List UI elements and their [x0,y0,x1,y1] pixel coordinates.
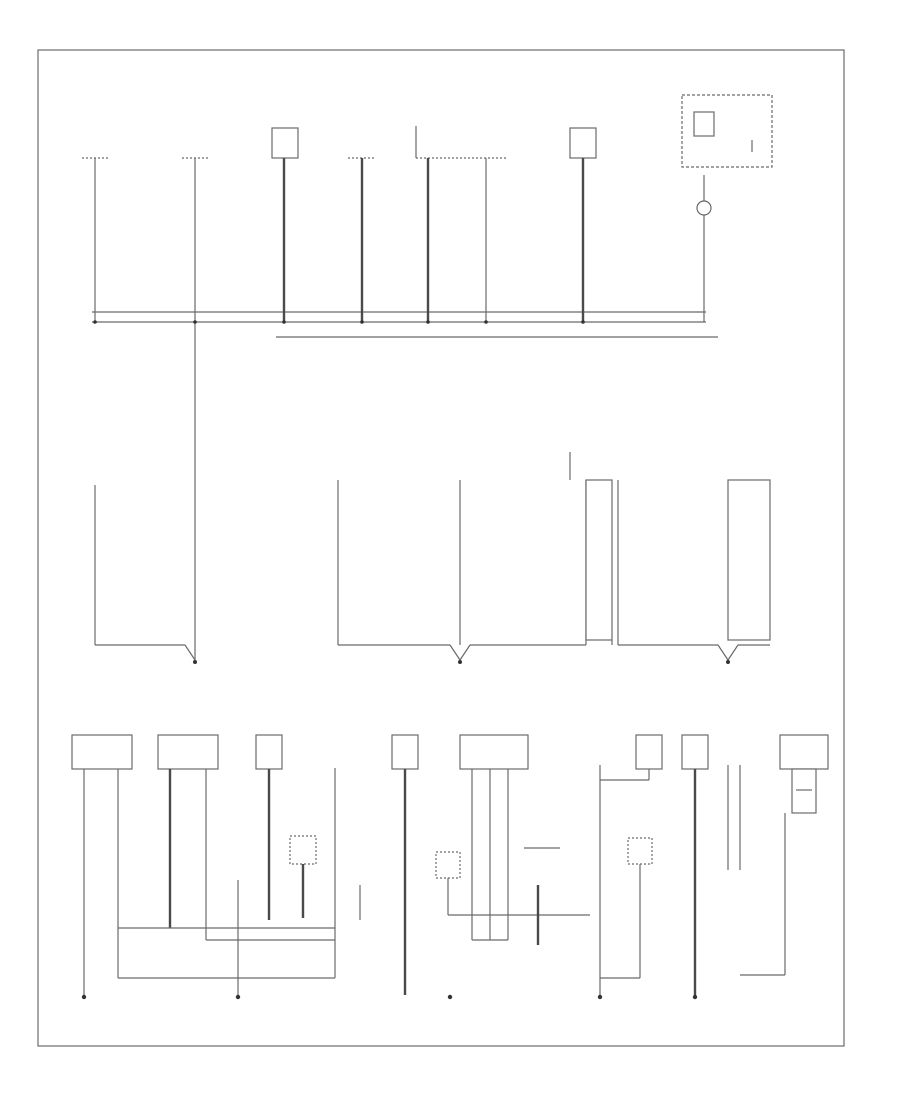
middle-right-group [617,479,771,661]
middle-center-group [337,452,613,661]
ground-point [81,994,87,1000]
top-component-5 [415,126,506,322]
top-component-7 [681,94,773,322]
junction [484,320,488,324]
ground-point [597,994,603,1000]
ground-point [692,994,698,1000]
top-component-2 [182,157,208,660]
junction [93,320,97,324]
bottom-center-group [391,734,590,995]
junction [581,320,585,324]
ground-point [726,660,730,664]
junction [282,320,286,324]
diagram-border [37,49,845,1047]
middle-left-group [94,485,196,661]
ground-point [447,994,453,1000]
top-component-3 [271,127,299,322]
top-component-1 [82,157,108,322]
junction [426,320,430,324]
bottom-left-group [71,734,361,995]
ground-point [458,660,462,664]
ground-point [235,994,241,1000]
top-component-4 [348,157,374,322]
junction [360,320,364,324]
bottom-right-group [599,734,829,995]
junction [193,320,197,324]
top-component-6 [569,127,597,322]
ground-point [193,660,197,664]
